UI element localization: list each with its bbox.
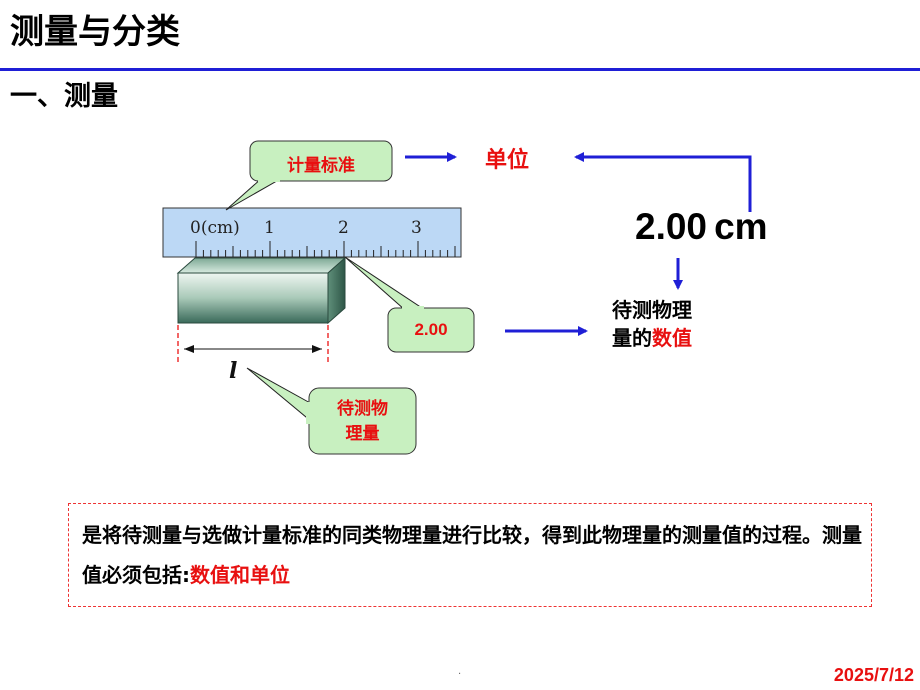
value-description-prefix: 量的 (612, 326, 652, 350)
quantity-callout-line2: 理量 (345, 424, 380, 444)
quantity-callout-text: 待测物 理量 (309, 397, 416, 447)
measured-unit: cm (714, 206, 768, 247)
footer-dot: . (458, 666, 462, 677)
definition-highlight: 数值和单位 (190, 563, 290, 587)
quantity-callout (246, 367, 417, 455)
page-title: 测量与分类 (10, 12, 180, 52)
standard-callout-text: 计量标准 (287, 156, 355, 176)
value-description-highlight: 数值 (652, 326, 692, 350)
arrow-cm-to-unit (574, 152, 752, 212)
definition-main: 是将待测量与选做计量标准的同类物理量进行比较，得到此物理量的测量值的过程。测量值… (82, 523, 862, 587)
length-symbol: l (229, 358, 237, 384)
unit-label: 单位 (485, 148, 530, 173)
ruler-label-1: 1 (264, 218, 275, 238)
ruler-label-0: 0(cm) (190, 218, 240, 238)
section-heading: 一、测量 (10, 81, 118, 112)
standard-callout (225, 140, 393, 211)
definition-box (68, 503, 872, 607)
ruler-label-2: 2 (338, 218, 349, 238)
measurement-diagram: 0(cm) 1 2 3 l (162, 140, 752, 455)
ruler-ticks (195, 241, 456, 257)
definition-text: 是将待测量与选做计量标准的同类物理量进行比较，得到此物理量的测量值的过程。测量值… (82, 515, 862, 595)
measured-number: 2.00 (635, 206, 708, 247)
ruler: 0(cm) 1 2 3 (162, 207, 462, 258)
quantity-callout-line1: 待测物 (337, 399, 388, 419)
value-description-line2: 量的数值 (612, 324, 692, 352)
reading-callout-text: 2.00 (414, 320, 448, 339)
value-description-line1: 待测物理 (612, 298, 692, 322)
length-dimension (184, 345, 322, 353)
reading-callout (344, 256, 475, 353)
ruler-label-3: 3 (411, 218, 422, 238)
measured-block (176, 256, 347, 325)
slide-date: 2025/7/12 (833, 665, 914, 685)
value-description: 待测物理 量的数值 (612, 296, 692, 352)
measured-value: 2.00 cm (635, 206, 768, 248)
title-divider (0, 68, 920, 71)
